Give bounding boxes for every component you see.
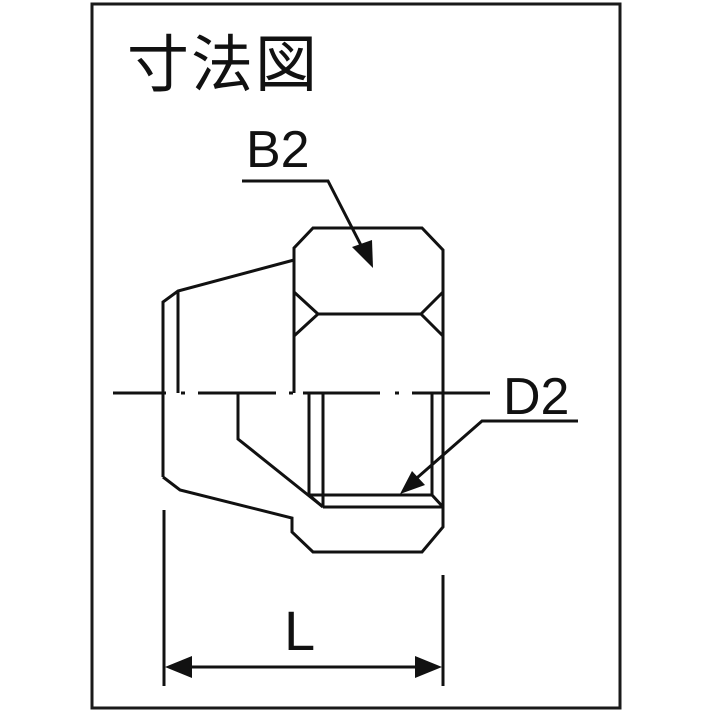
d2-leader <box>409 419 578 486</box>
drawing-frame <box>90 2 622 710</box>
hex-top-outline <box>292 226 445 393</box>
body-lower-outline <box>162 393 445 554</box>
bore-step <box>236 393 324 509</box>
d2-arrowhead <box>400 471 425 494</box>
b2-leader <box>242 179 368 256</box>
l-arrowhead-left <box>165 656 192 678</box>
hex-right-chamfer-v <box>418 290 445 338</box>
b2-arrowhead <box>352 240 373 268</box>
cone-upper-outline <box>161 258 295 477</box>
l-dimension <box>162 510 445 686</box>
drawing-title: 寸法図 <box>127 28 320 101</box>
hex-left-chamfer-v <box>292 290 321 338</box>
fitting-outline <box>161 226 445 554</box>
l-arrowhead-right <box>415 656 442 678</box>
thread-corner-left <box>308 493 324 509</box>
dimension-label-d2: D2 <box>503 368 570 426</box>
dimension-label-l: L <box>284 599 316 662</box>
thread-corner-right <box>430 493 445 509</box>
dimension-label-b2: B2 <box>246 121 310 179</box>
